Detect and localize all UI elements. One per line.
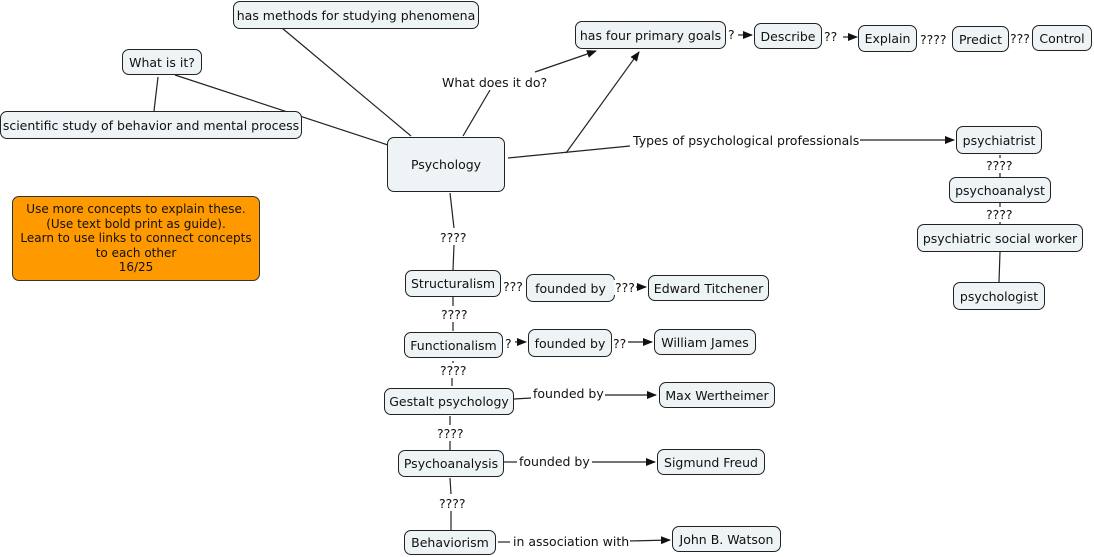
concept-max-wertheimer[interactable]: Max Wertheimer	[659, 382, 775, 408]
concept-sigmund-freud[interactable]: Sigmund Freud	[657, 449, 765, 475]
link-functionalism-gestalt[interactable]: ????	[439, 363, 468, 378]
line-what-does-it-do	[462, 89, 491, 137]
concept-scientific-study[interactable]: scientific study of behavior and mental …	[0, 111, 302, 139]
link-psychoanalyst-social-worker[interactable]: ????	[985, 207, 1014, 222]
note-line: to each other	[95, 245, 177, 260]
link-describe-explain[interactable]: ??	[823, 29, 839, 44]
link-psych-structuralism[interactable]: ????	[439, 230, 468, 245]
link-structuralism-founded[interactable]: ???	[502, 279, 524, 294]
link-psychoanalysis-founded[interactable]: founded by	[518, 454, 591, 469]
concept-edward-titchener[interactable]: Edward Titchener	[648, 275, 769, 301]
link-behaviorism-association[interactable]: in association with	[512, 534, 631, 549]
link-types-professionals[interactable]: Types of psychological professionals	[632, 133, 861, 148]
concept-control[interactable]: Control	[1032, 25, 1092, 51]
link-functionalism-founded[interactable]: ?	[504, 336, 513, 351]
line-what-is-it-scientific	[153, 76, 159, 112]
link-founded-titchener[interactable]: ???	[614, 280, 636, 295]
concept-describe[interactable]: Describe	[754, 23, 822, 49]
link-structuralism-functionalism[interactable]: ????	[440, 307, 469, 322]
link-what-does-it-do[interactable]: What does it do?	[441, 75, 549, 90]
line-what-is-it-psychology	[174, 74, 389, 146]
note-score: 16/25	[118, 260, 154, 274]
link-explain-predict[interactable]: ????	[919, 32, 948, 47]
line-psych-structuralism	[449, 192, 455, 229]
concept-what-is-it[interactable]: What is it?	[122, 49, 202, 75]
link-predict-control[interactable]: ???	[1009, 31, 1031, 46]
concept-william-james[interactable]: William James	[654, 329, 756, 355]
line-types	[507, 145, 631, 159]
concept-gestalt[interactable]: Gestalt psychology	[384, 388, 514, 415]
link-psychoanalysis-behaviorism[interactable]: ????	[438, 496, 467, 511]
concept-john-watson[interactable]: John B. Watson	[672, 526, 781, 552]
note-line: Learn to use links to connect concepts	[20, 231, 252, 245]
arrow-what-does-it-do	[534, 50, 597, 73]
link-founded-james[interactable]: ??	[612, 336, 628, 351]
note-line: (Use text bold print as guide).	[46, 216, 226, 231]
link-goals-describe[interactable]: ?	[727, 27, 736, 42]
line-has-methods	[281, 27, 412, 137]
concept-psychiatrist[interactable]: psychiatrist	[956, 126, 1042, 154]
concept-functionalism[interactable]: Functionalism	[404, 332, 503, 358]
concept-psychology[interactable]: Psychology	[387, 137, 505, 192]
arrow-association-watson	[628, 536, 671, 545]
line-social-worker-psychologist	[998, 251, 1001, 283]
concept-psychoanalyst[interactable]: psychoanalyst	[949, 177, 1051, 203]
concept-founded-by-2[interactable]: founded by	[528, 329, 612, 357]
concept-explain[interactable]: Explain	[858, 25, 917, 52]
arrow-psych-goals	[565, 51, 640, 154]
concept-structuralism[interactable]: Structuralism	[405, 270, 501, 297]
concept-psychologist[interactable]: psychologist	[953, 282, 1045, 310]
concept-four-goals[interactable]: has four primary goals	[575, 21, 726, 49]
concept-behaviorism[interactable]: Behaviorism	[404, 530, 496, 555]
concept-has-methods[interactable]: has methods for studying phenomena	[233, 1, 479, 29]
concept-founded-by-1[interactable]: founded by	[526, 274, 615, 302]
link-psychiatrist-psychoanalyst[interactable]: ????	[985, 158, 1014, 173]
concept-psychiatric-social-worker[interactable]: psychiatric social worker	[917, 224, 1083, 252]
concept-psychoanalysis[interactable]: Psychoanalysis	[398, 450, 504, 477]
link-gestalt-founded[interactable]: founded by	[532, 386, 605, 401]
concept-predict[interactable]: Predict	[952, 26, 1009, 52]
note-line: Use more concepts to explain these.	[26, 202, 246, 216]
link-gestalt-psychoanalysis[interactable]: ????	[436, 426, 465, 441]
instructor-note: Use more concepts to explain these. (Use…	[12, 196, 260, 281]
